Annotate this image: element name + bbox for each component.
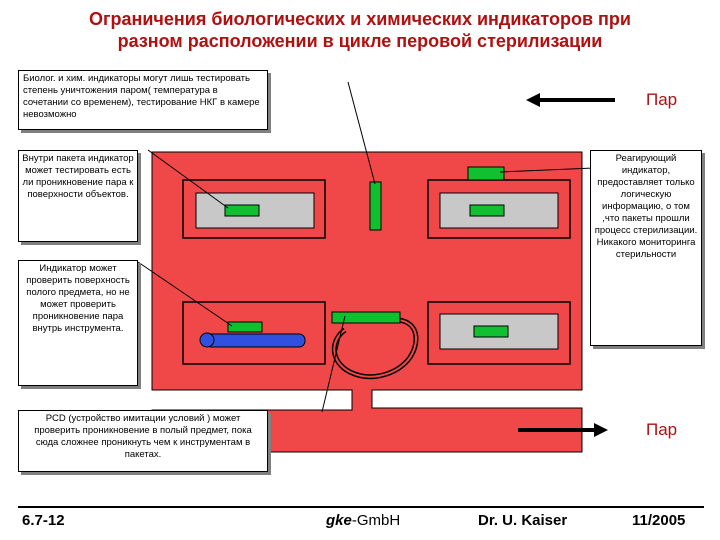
callout-pcd: PCD (устройство имитации условий ) может… xyxy=(18,410,268,472)
callout-reacting-indicator: Реагирующий индикатор, предоставляет тол… xyxy=(590,150,702,346)
callout-inside-pack-text: Внутри пакета индикатор может тестироват… xyxy=(22,153,134,200)
indicator-in-pack-right xyxy=(469,204,505,217)
indicator-in-pack-left xyxy=(224,204,260,217)
date: 11/2005 xyxy=(632,512,686,529)
steam-arrow-bottom xyxy=(518,423,608,437)
callout-top-left-text: Биолог. и хим. индикаторы могут лишь тес… xyxy=(23,73,260,120)
callout-lines xyxy=(137,81,595,413)
indicator-on-pack-top xyxy=(467,166,505,181)
slide-number: 6.7-12 xyxy=(22,512,65,529)
steam-arrow-top xyxy=(526,93,615,107)
company-name: gke-GmbH xyxy=(326,512,400,529)
steam-label-top: Пар xyxy=(646,90,678,109)
pack-top-left xyxy=(182,179,326,239)
hollow-instrument xyxy=(199,332,306,348)
footer-divider xyxy=(18,506,704,508)
title-line-1: Ограничения биологических и химических и… xyxy=(88,9,631,29)
indicator-in-pack-bottom-right xyxy=(473,325,509,338)
pcd-device xyxy=(331,311,419,380)
company-prefix: gke xyxy=(326,512,352,529)
title-line-2: разном расположении в цикле перовой стер… xyxy=(117,31,603,51)
indicator-chamber-vertical xyxy=(369,181,382,231)
callout-hollow-instrument-text: Индикатор может проверить поверхность по… xyxy=(26,263,130,334)
steam-label-bottom: Пар xyxy=(646,420,678,439)
indicator-on-hollow-instrument xyxy=(227,321,263,333)
callout-hollow-instrument: Индикатор может проверить поверхность по… xyxy=(18,260,138,386)
callout-pcd-text: PCD (устройство имитации условий ) может… xyxy=(34,413,252,460)
author: Dr. U. Kaiser xyxy=(478,512,568,529)
callout-top-left: Биолог. и хим. индикаторы могут лишь тес… xyxy=(18,70,268,130)
company-suffix: -GmbH xyxy=(351,512,401,529)
callout-reacting-indicator-text: Реагирующий индикатор, предоставляет тол… xyxy=(594,153,698,260)
pack-bottom-left xyxy=(182,301,326,365)
callout-inside-pack: Внутри пакета индикатор может тестироват… xyxy=(18,150,138,242)
page-title: Ограничения биологических и химических и… xyxy=(0,8,720,52)
